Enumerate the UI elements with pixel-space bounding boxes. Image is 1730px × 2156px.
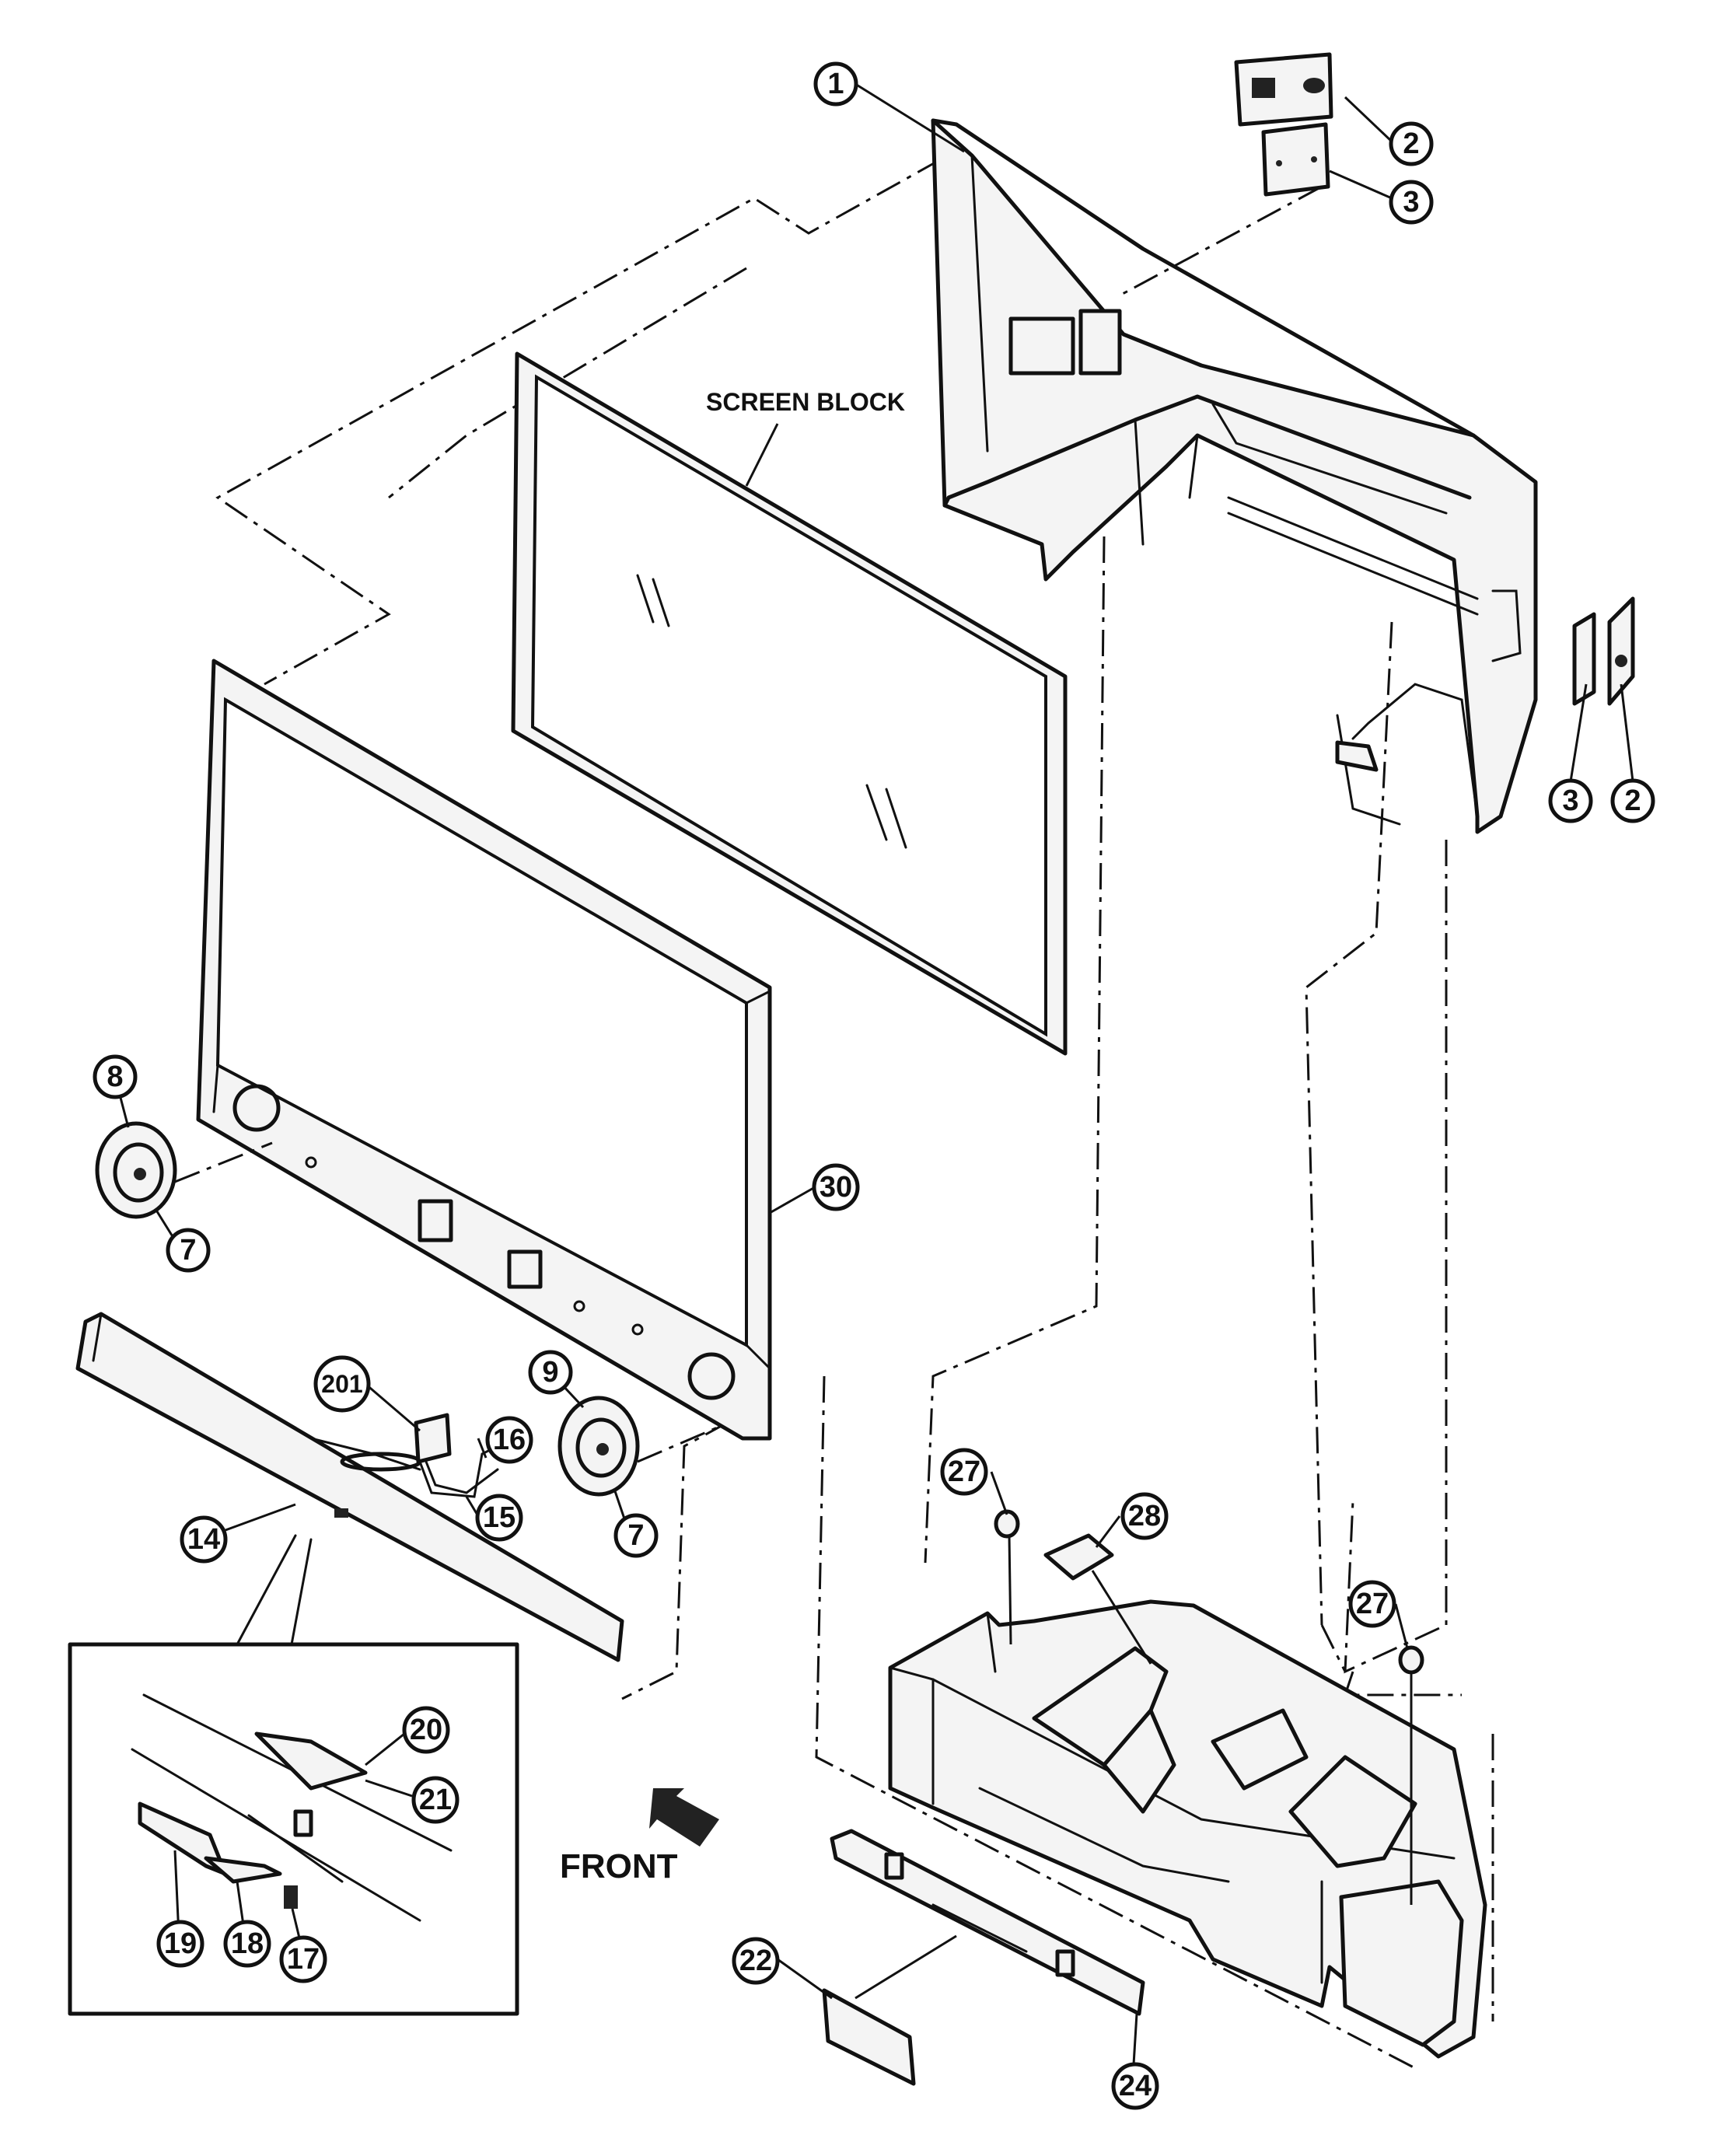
- callout-1: 1: [813, 61, 858, 107]
- svg-text:17: 17: [287, 1943, 320, 1976]
- guide-line-speaker-8: [174, 1141, 273, 1183]
- guide-line-part-28: [1091, 1570, 1152, 1665]
- svg-text:201: 201: [321, 1370, 362, 1398]
- rail-part-24: [830, 1829, 1145, 2016]
- callout-19: 19: [156, 1920, 204, 1968]
- svg-text:20: 20: [410, 1714, 442, 1746]
- callout-20: 20: [402, 1706, 450, 1754]
- svg-text:18: 18: [231, 1927, 264, 1960]
- svg-text:27: 27: [948, 1455, 980, 1488]
- board-part-201: [414, 1413, 452, 1464]
- guide-line-part-27-left: [1008, 1535, 1012, 1645]
- callout-18: 18: [223, 1920, 271, 1968]
- callout-17: 17: [279, 1935, 327, 1983]
- svg-text:1: 1: [827, 68, 844, 100]
- rear-cabinet-part-1: [931, 118, 1538, 834]
- screen-block-label: SCREEN BLOCK: [706, 388, 905, 416]
- dash-dot-alignment-lines: [215, 158, 1494, 2070]
- svg-text:27: 27: [1356, 1588, 1389, 1620]
- svg-text:3: 3: [1403, 186, 1419, 218]
- callout-22: 22: [732, 1937, 780, 1985]
- callout-16: 16: [485, 1416, 533, 1464]
- pad-part-28: [1043, 1533, 1114, 1581]
- callout-7-left: 7: [166, 1228, 211, 1273]
- bracket-part-2-side: [1607, 596, 1635, 706]
- guide-line-part-22: [855, 1934, 957, 2000]
- screen-block-leader: [745, 423, 779, 487]
- callout-14: 14: [180, 1515, 228, 1564]
- screen-block: [511, 351, 1068, 1056]
- callout-30: 30: [812, 1163, 860, 1211]
- svg-text:2: 2: [1624, 784, 1641, 817]
- svg-text:30: 30: [820, 1171, 852, 1204]
- svg-text:7: 7: [627, 1519, 644, 1552]
- rubber-part-27-right: [1398, 1645, 1424, 1675]
- plate-part-22: [822, 1988, 916, 2086]
- svg-text:2: 2: [1403, 128, 1419, 160]
- callout-2-top: 2: [1389, 121, 1434, 166]
- callout-24: 24: [1111, 2062, 1159, 2110]
- svg-text:28: 28: [1128, 1500, 1161, 1532]
- cable-part-15: [425, 1460, 499, 1494]
- callout-201: 201: [313, 1355, 371, 1413]
- speaker-part-8: [95, 1121, 177, 1219]
- rubber-part-27-left: [994, 1509, 1020, 1539]
- callout-21: 21: [411, 1776, 460, 1824]
- svg-text:24: 24: [1119, 2070, 1152, 2102]
- callout-27-right: 27: [1348, 1580, 1396, 1628]
- callout-2-side: 2: [1610, 778, 1655, 823]
- callout-28: 28: [1120, 1492, 1169, 1540]
- front-label: FRONT: [560, 1847, 678, 1885]
- svg-text:7: 7: [180, 1234, 196, 1267]
- svg-text:21: 21: [419, 1784, 452, 1816]
- svg-text:9: 9: [542, 1356, 558, 1389]
- callout-8: 8: [93, 1054, 138, 1099]
- plate-part-3-top: [1261, 122, 1330, 197]
- guide-line-part-3: [1119, 185, 1323, 297]
- front-arrow-icon: [649, 1788, 719, 1847]
- callout-7-right: 7: [613, 1513, 659, 1558]
- svg-text:22: 22: [739, 1945, 772, 1977]
- svg-text:14: 14: [187, 1523, 220, 1556]
- svg-text:16: 16: [493, 1424, 526, 1456]
- svg-text:19: 19: [164, 1927, 197, 1960]
- guide-line-speaker-9: [637, 1425, 720, 1463]
- callout-9: 9: [528, 1350, 573, 1395]
- cable-part-16: [418, 1445, 499, 1498]
- callout-3-side: 3: [1548, 778, 1593, 823]
- base-cabinet: [888, 1599, 1487, 2059]
- callout-15: 15: [475, 1494, 523, 1542]
- plate-part-3-side: [1572, 612, 1596, 706]
- callout-3-top: 3: [1389, 180, 1434, 225]
- bracket-part-2-top: [1234, 52, 1333, 127]
- svg-text:3: 3: [1562, 784, 1578, 817]
- speaker-part-9: [557, 1396, 640, 1497]
- svg-text:8: 8: [107, 1061, 123, 1093]
- callout-27-left: 27: [940, 1448, 988, 1496]
- detail-inset: [68, 1534, 519, 2016]
- svg-text:15: 15: [483, 1501, 516, 1534]
- front-bezel-part-30: [196, 659, 772, 1441]
